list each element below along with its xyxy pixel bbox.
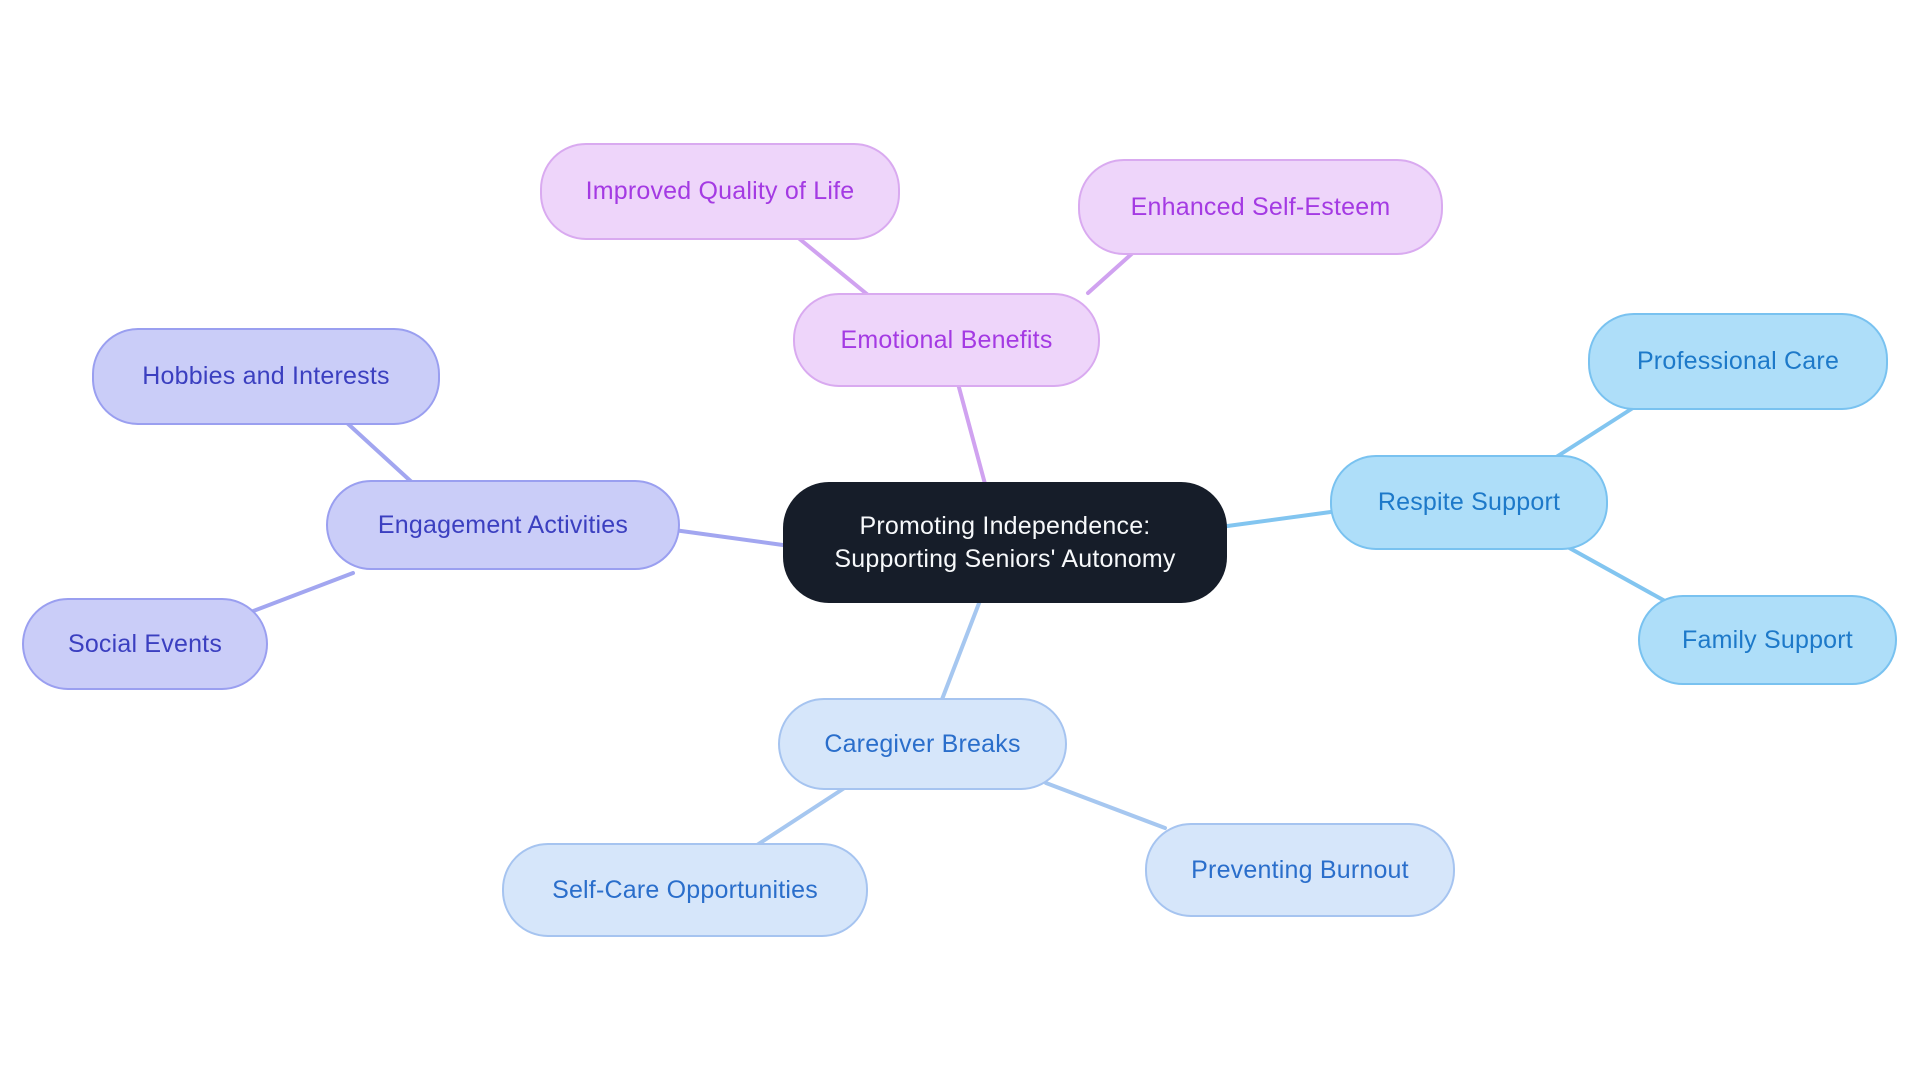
edge-central-caregiver-breaks	[939, 596, 983, 704]
node-preventing-burnout[interactable]: Preventing Burnout	[1145, 823, 1455, 917]
node-label: Respite Support	[1377, 488, 1561, 516]
edge-central-respite-support	[1218, 509, 1340, 529]
node-social-events[interactable]: Social Events	[22, 598, 268, 690]
node-label: Engagement Activities	[377, 510, 629, 539]
node-label: Professional Care	[1636, 347, 1840, 375]
node-label: Social Events	[67, 629, 223, 658]
edge-emotional-enhanced-self-esteem	[1086, 248, 1138, 295]
node-respite-support[interactable]: Respite Support	[1330, 455, 1608, 550]
node-label: Preventing Burnout	[1191, 855, 1409, 884]
node-label: Hobbies and Interests	[142, 362, 390, 390]
node-family-support[interactable]: Family Support	[1638, 595, 1897, 685]
node-hobbies-and-interests[interactable]: Hobbies and Interests	[92, 328, 440, 425]
node-label: Self-Care Opportunities	[552, 875, 818, 904]
central-node-label: Promoting Independence: Supporting Senio…	[834, 511, 1176, 573]
edge-caregiver-self-care	[752, 783, 851, 849]
node-enhanced-self-esteem[interactable]: Enhanced Self-Esteem	[1078, 159, 1443, 255]
node-self-care-opportunities[interactable]: Self-Care Opportunities	[502, 843, 868, 937]
node-professional-care[interactable]: Professional Care	[1588, 313, 1888, 410]
node-engagement-activities[interactable]: Engagement Activities	[326, 480, 680, 570]
node-caregiver-breaks[interactable]: Caregiver Breaks	[778, 698, 1067, 790]
edge-engagement-social-events	[246, 571, 355, 615]
edge-emotional-improved-quality	[794, 234, 870, 297]
node-label: Family Support	[1682, 625, 1853, 654]
edge-respite-professional-care	[1548, 404, 1638, 463]
node-emotional-benefits[interactable]: Emotional Benefits	[793, 293, 1100, 387]
node-label: Enhanced Self-Esteem	[1130, 192, 1391, 221]
node-label: Improved Quality of Life	[585, 177, 855, 205]
edge-respite-family-support	[1562, 543, 1667, 603]
node-label: Emotional Benefits	[840, 325, 1053, 354]
node-label: Caregiver Breaks	[824, 729, 1021, 758]
edge-central-emotional-benefits	[955, 378, 990, 497]
node-central-promoting-independence[interactable]: Promoting Independence: Supporting Senio…	[783, 482, 1227, 603]
node-improved-quality-of-life[interactable]: Improved Quality of Life	[540, 143, 900, 240]
edge-central-engagement-activities	[672, 528, 792, 548]
edge-caregiver-preventing-burnout	[1044, 781, 1167, 830]
edge-engagement-hobbies	[344, 420, 418, 488]
